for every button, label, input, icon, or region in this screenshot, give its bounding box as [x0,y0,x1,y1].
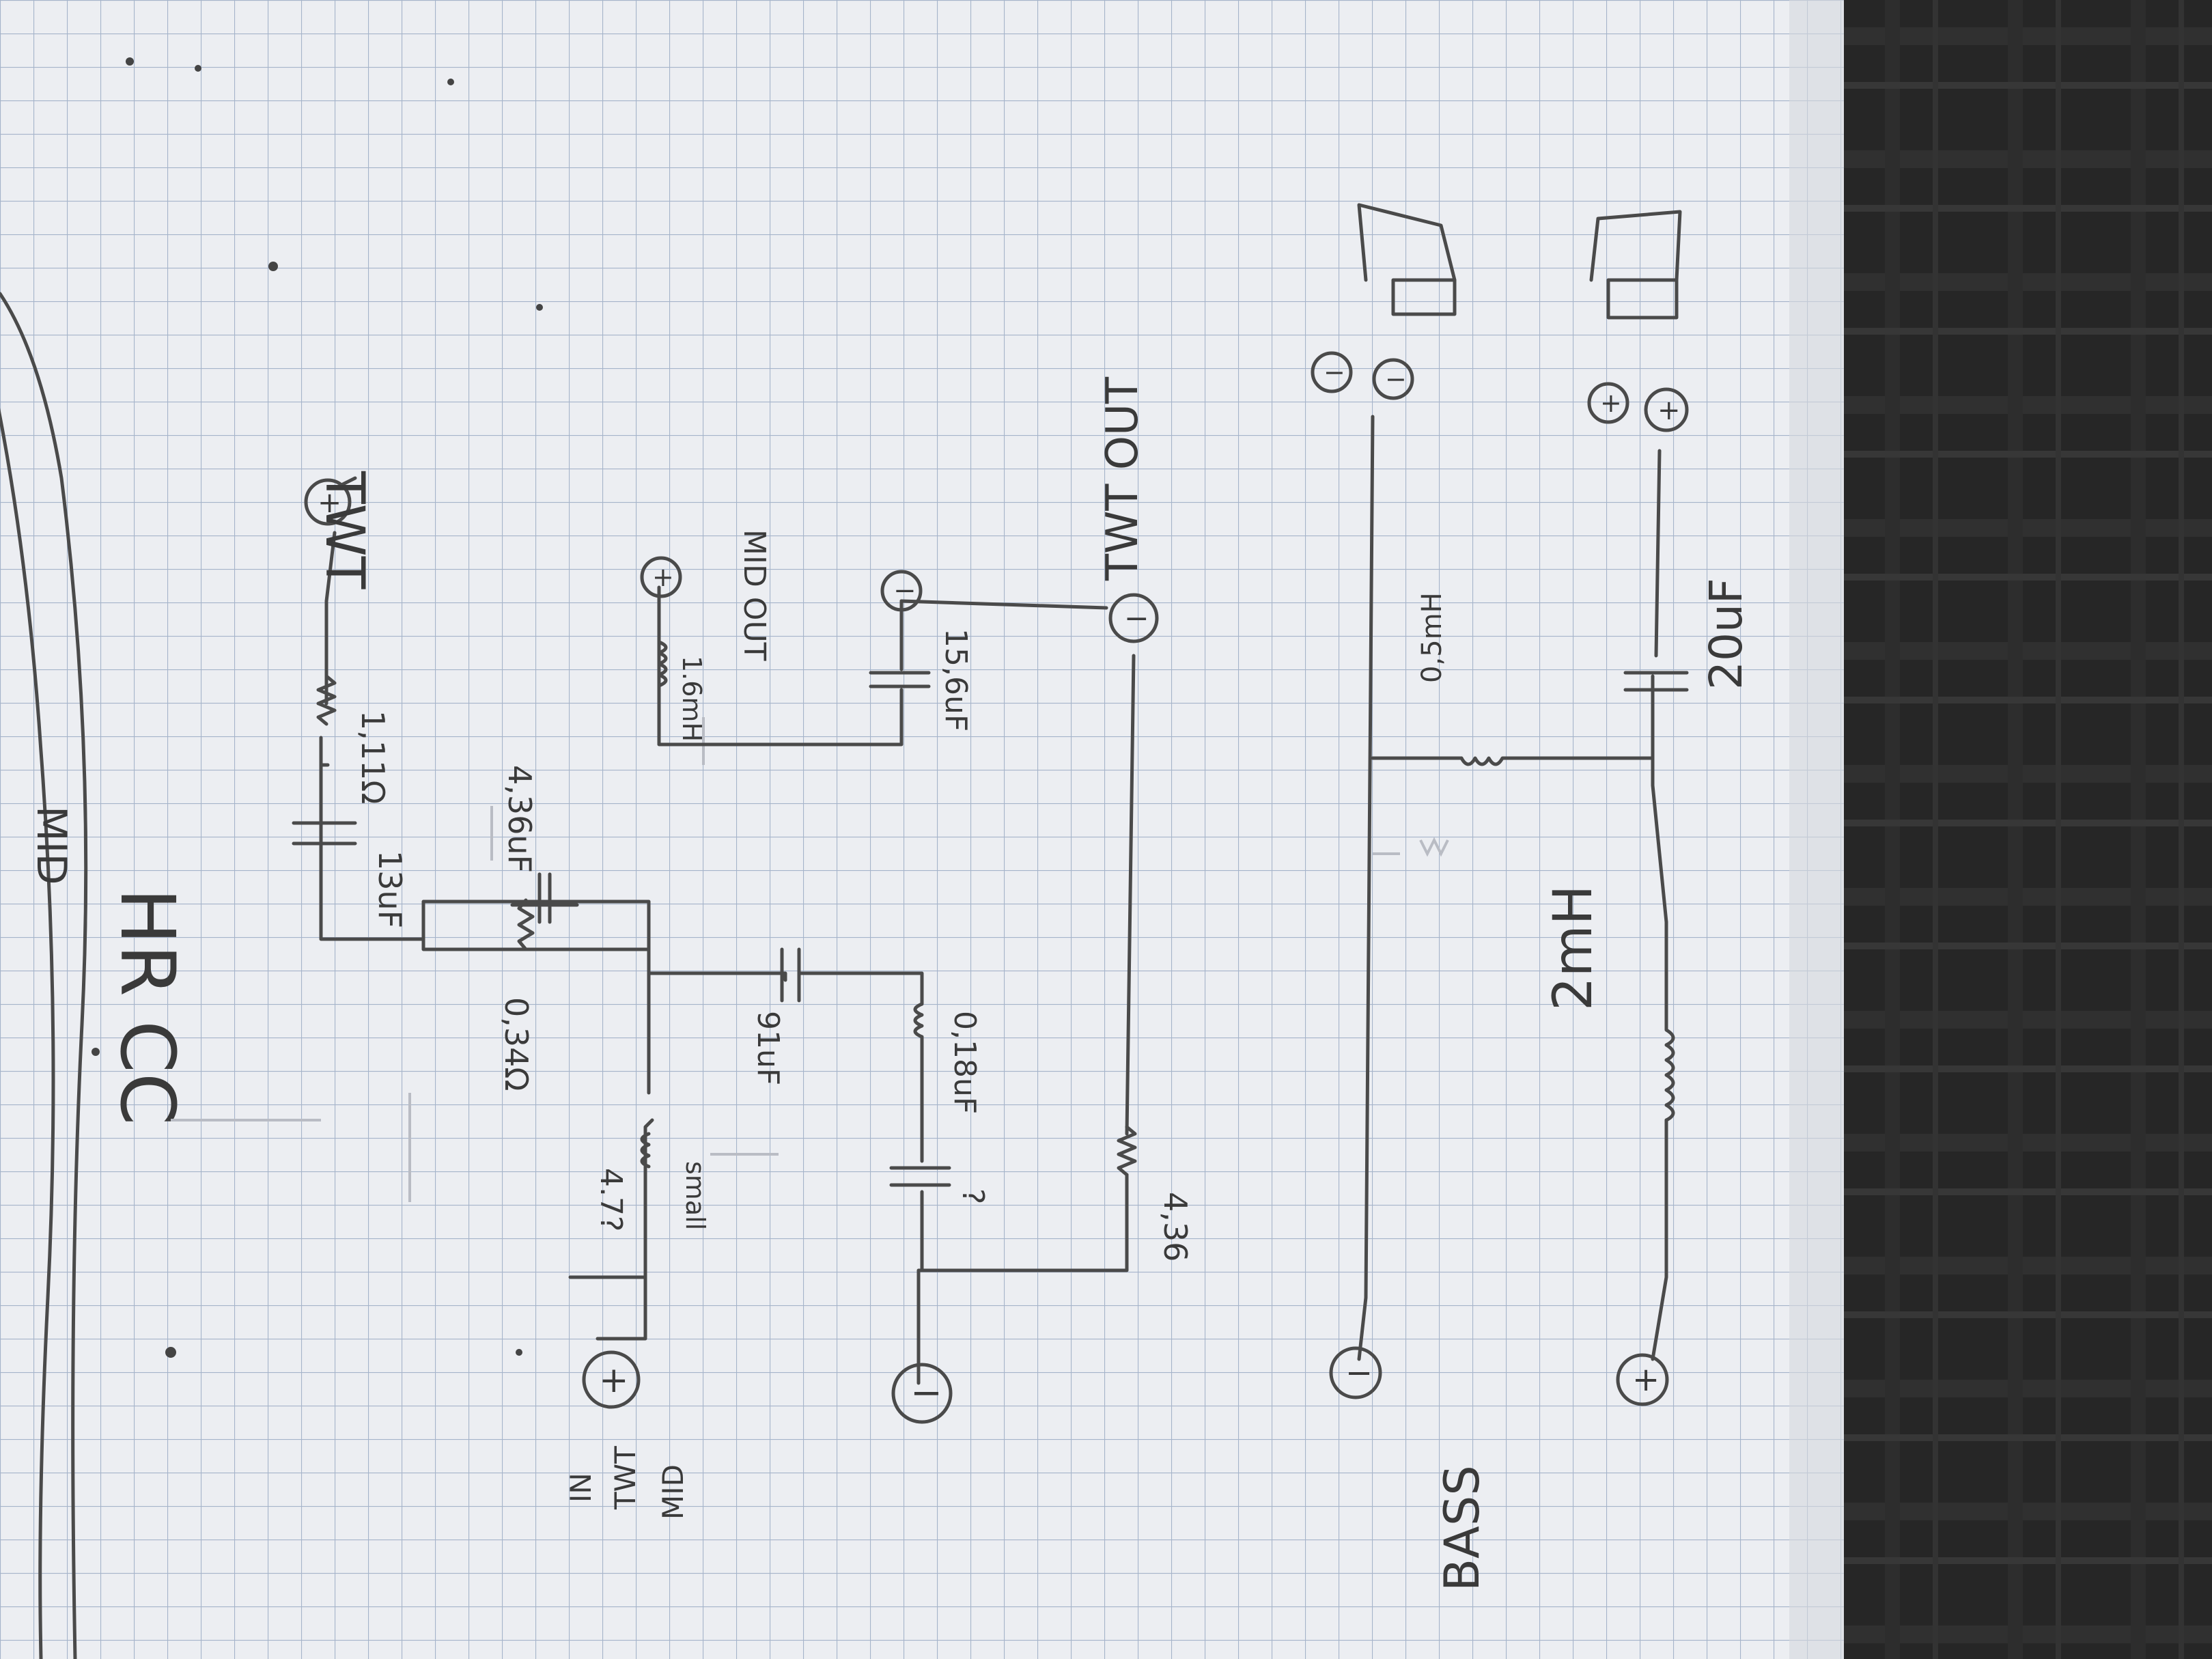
graph-grid [0,0,1844,1659]
wire-trap [657,585,904,747]
notch-inductor [913,995,924,1136]
twt-out-minus-sign: − [1124,601,1149,636]
wire-notch-branch [647,971,787,982]
twt-plus-terminal[interactable] [304,478,352,526]
output-resistor [1117,1125,1137,1177]
input-label-twt: TWT [608,1446,642,1510]
twt-label: TWT [313,471,375,589]
input-plus-terminal[interactable] [582,1350,641,1409]
tweeter-mid-network: 13uF 1,11Ω + TWT 0,34Ω 4,36uF small [171,376,1194,1520]
output-res-label: 4,36 [1157,1192,1194,1261]
speaker-icon [1589,210,1682,320]
curve-line-2 [0,408,55,1659]
mid-inductor-value: 4.7? [593,1168,628,1231]
bass-minus-rail [1357,415,1375,1361]
series-res-label: 1,11Ω [354,710,391,805]
bass-out-minus-2-sign: − [1385,364,1407,394]
bass-out-plus-2-sign: + [1657,395,1681,426]
input-plus-sign: + [599,1360,629,1401]
wire-to-twt [324,531,337,706]
trap-plus-terminal[interactable] [640,556,682,598]
input-minus-terminal[interactable] [891,1363,953,1424]
section-label: MID [27,806,75,885]
wire-mid-branch [643,1118,654,1218]
bass-out-plus-2[interactable] [1644,387,1689,432]
series-inductor-label: 2mH [1543,885,1604,1011]
erased-sketch-1 [171,717,779,1202]
trap-inductor-label: 1.6mH [677,656,707,742]
bass-input-minus-sign: − [1345,1354,1373,1392]
series-cap-label: 13uF [372,850,408,928]
bypass-cap-label: 4,36uF [501,765,538,873]
bass-input-plus-terminal[interactable] [1616,1353,1669,1406]
bass-out-plus-1-sign: + [1600,388,1622,418]
curve-line-1 [0,292,88,1659]
bass-label: BASS [1434,1465,1490,1591]
mid-inductor-label: small [680,1161,710,1230]
shunt-cap-label: 20uF [1700,578,1752,690]
shunt-inductor [1459,756,1655,766]
trap-inductor [657,640,668,688]
bass-network: − 2mH 20uF + 0,5mH − − + + [1311,203,1752,1591]
notch-cap-label: 91uF [751,1011,785,1085]
bass-plus-rail [1651,1118,1668,1361]
wire-input-minus [916,1173,1129,1385]
input-label-in: IN [564,1473,598,1503]
series-resistor [316,674,337,726]
bass-input-plus-sign: + [1632,1361,1660,1399]
twt-out-label: TWT OUT [1097,376,1148,581]
fabric-shadow [1844,0,2212,1659]
twt-plus-sign: + [318,486,341,519]
wire-input-plus [596,1214,647,1341]
paper-edge-shade [1789,0,1844,1659]
mid-out-label: MID OUT [737,529,772,661]
input-minus-sign: − [910,1371,942,1415]
shunt-resistor [517,898,535,951]
mid-inductor [640,1132,651,1169]
shunt-inductor-label: 0,5mH [1416,592,1448,683]
twt-out-minus-terminal[interactable] [1108,593,1159,643]
notch-inductor-label: 0,18uF [947,1011,982,1114]
bass-out-minus-1-sign: − [1324,357,1345,387]
trap-plus-sign: + [652,562,674,592]
paper-specks [92,57,543,1358]
shunt-res-label: 0,34Ω [498,997,535,1091]
bass-out-minus-2[interactable] [1372,358,1414,400]
bass-input-minus-terminal[interactable] [1329,1346,1382,1399]
series-inductor [1664,920,1675,1122]
trap-minus-terminal[interactable] [880,570,923,612]
page-title: HR CC [104,888,191,1126]
input-label-mid: MID [656,1464,690,1520]
speaker-icon [1357,203,1457,316]
notch-cap2-label: ? [955,1188,990,1204]
erased-sketch-2 [1373,837,1449,857]
bass-out-plus-1[interactable] [1587,382,1629,424]
bass-out-minus-1[interactable] [1311,351,1353,393]
trap-cap-label: 15,6uF [938,628,973,731]
